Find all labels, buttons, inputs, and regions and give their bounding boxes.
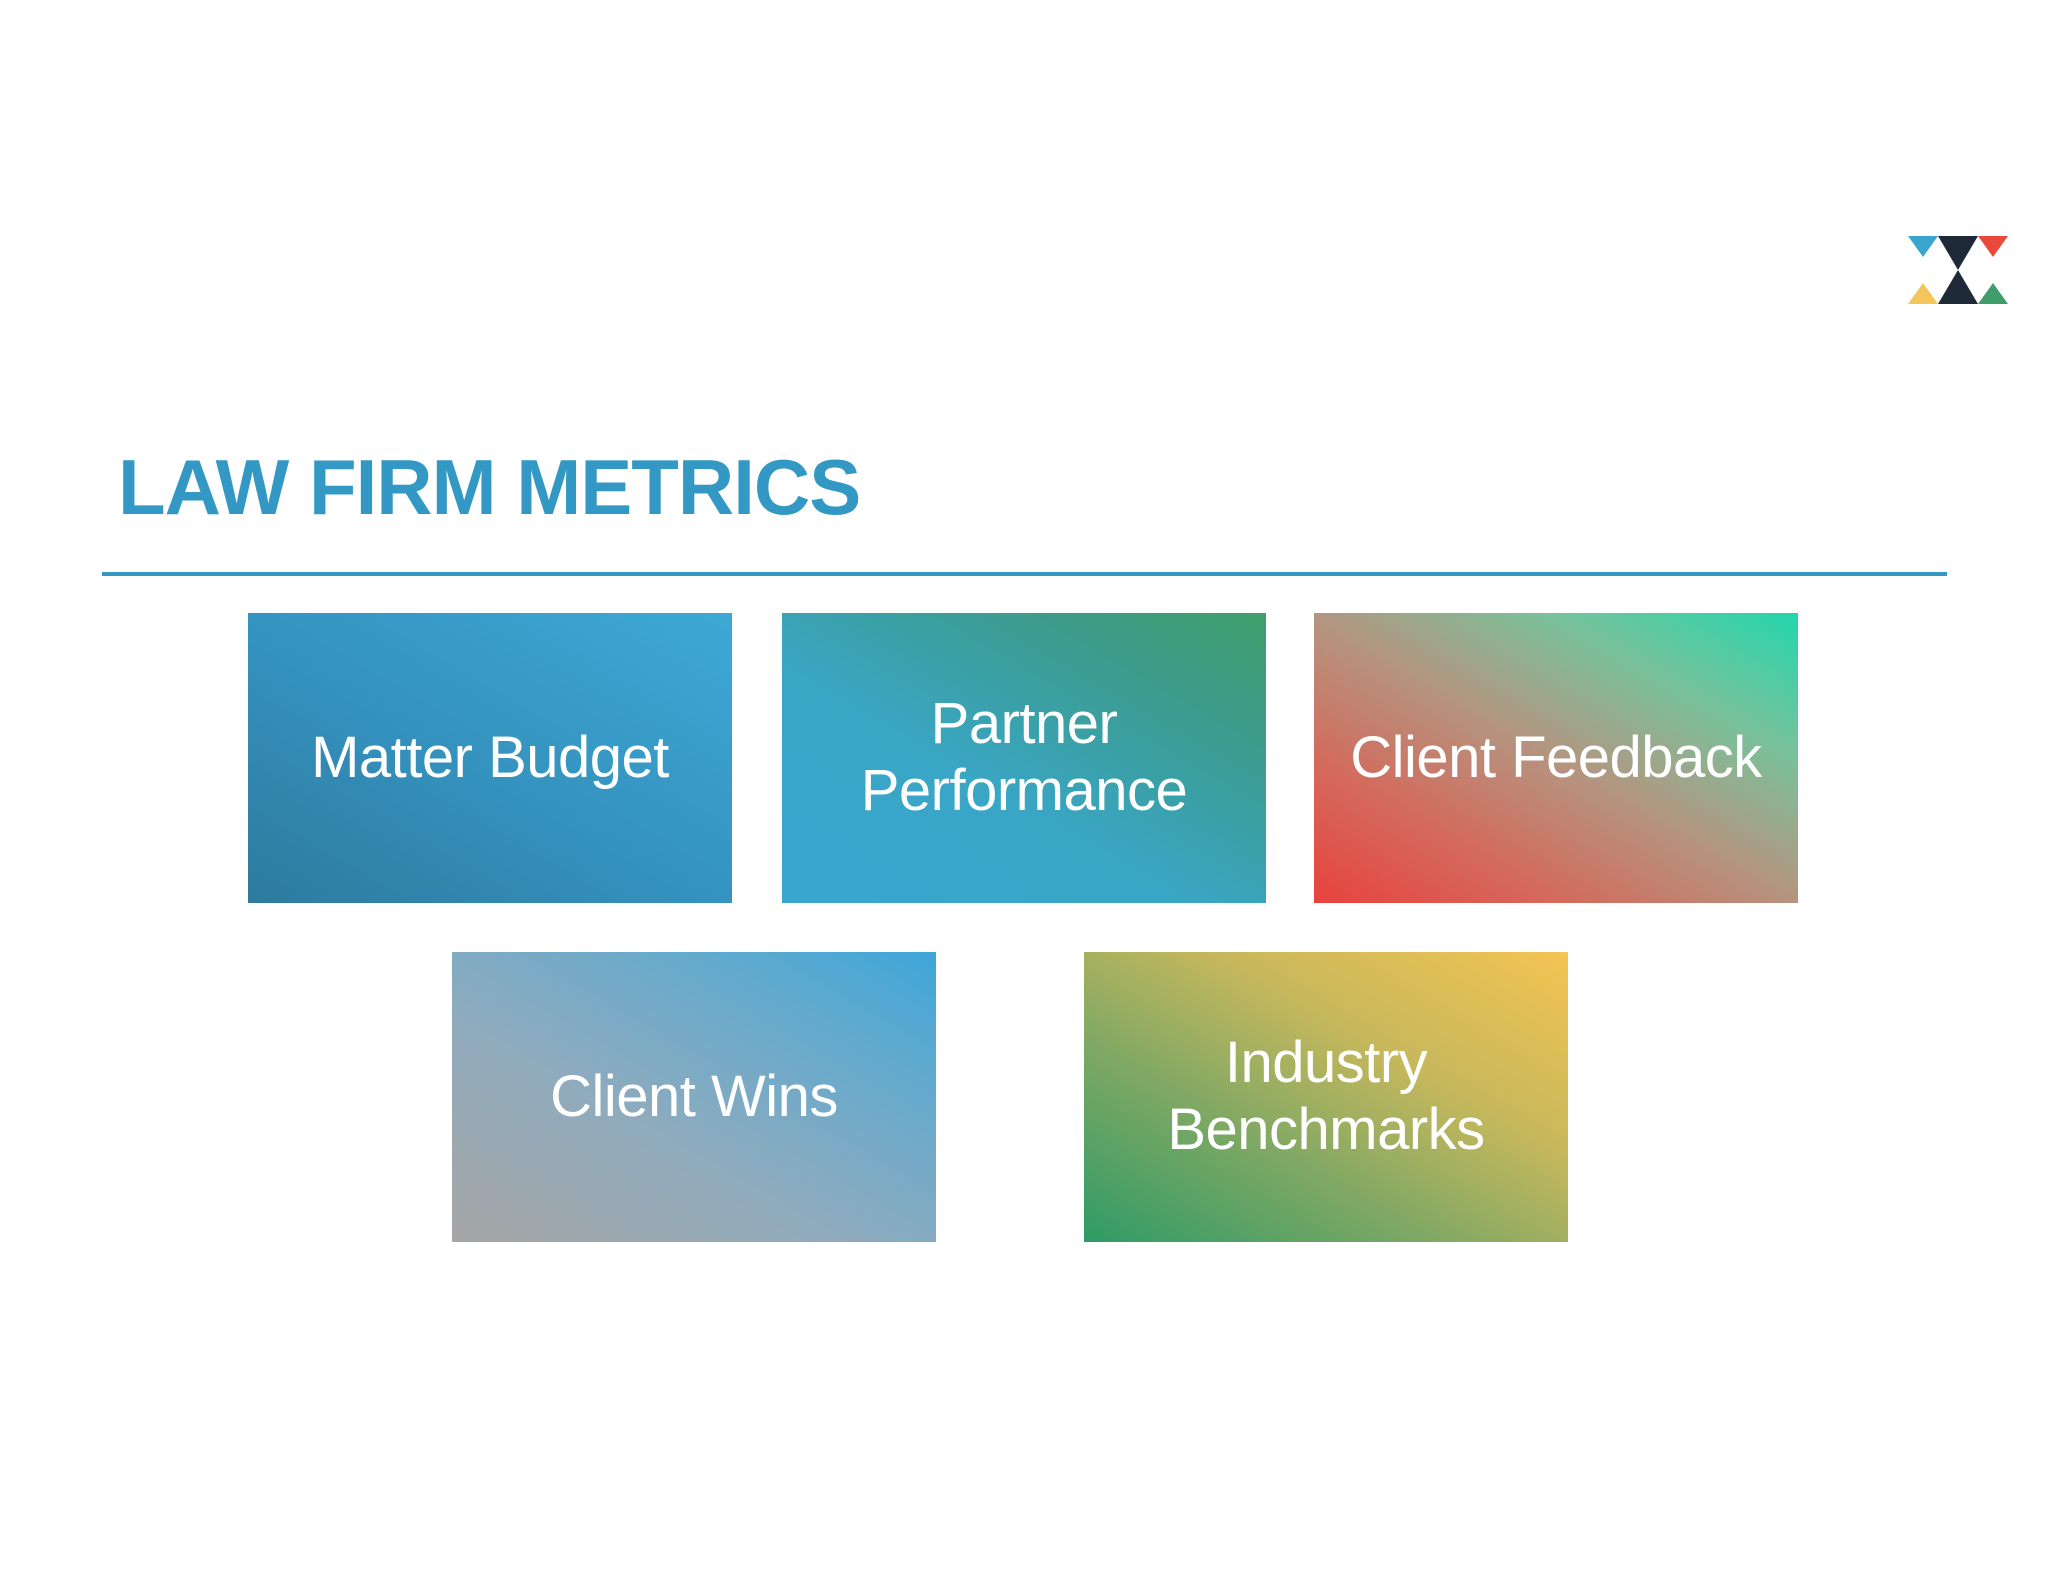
tile-label: Matter Budget (311, 724, 669, 790)
tile-client-feedback: Client Feedback (1314, 613, 1798, 903)
tile-label: Partner Performance (860, 691, 1188, 823)
tile-label: Client Feedback (1350, 724, 1762, 790)
tile-partner-performance: Partner Performance (782, 613, 1266, 903)
title-divider (102, 572, 1947, 576)
tile-client-wins: Client Wins (452, 952, 936, 1242)
logo-icon (1908, 236, 2008, 304)
tile-label: Industry Benchmarks (1167, 1030, 1485, 1162)
tile-label: Client Wins (550, 1063, 838, 1129)
tile-matter-budget: Matter Budget (248, 613, 732, 903)
tile-industry-benchmarks: Industry Benchmarks (1084, 952, 1568, 1242)
page-title: LAW FIRM METRICS (118, 443, 861, 531)
